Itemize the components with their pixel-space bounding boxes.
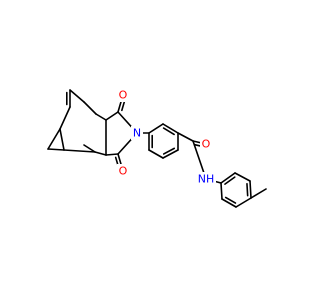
ring-bond [95,113,107,121]
bridge-bond [63,149,96,153]
o-bottom-bg [117,164,129,178]
toluene-bond [235,197,252,208]
toluene-bond [221,198,237,208]
benzene-bond [148,149,164,159]
benzene-bond-second-line [162,127,175,136]
nh-amide-bg [196,172,216,186]
bridge-bond [69,89,85,103]
ring-bond [94,151,107,156]
toluene-bond-second-line [224,196,237,204]
molecule-structure-diagram: O O N O NH [47,88,267,208]
benzene-bond [162,149,179,159]
atom-label-layer: O O N O NH [117,88,216,186]
cyclopropane-bond [47,148,65,151]
amide-oxygen-label: O [202,138,211,151]
imide-ring-bond [105,111,119,121]
methyl-bond [250,188,267,199]
bridge-bond [83,101,97,115]
imide-nitrogen-label: N [133,127,141,140]
amide-nh-label: NH [198,173,215,186]
toluene-bond [220,182,223,200]
toluene-bond-second-line [246,182,249,197]
carbonyl-oxygen-top-label: O [119,89,128,102]
aryl-carbonyl-bond [177,132,194,142]
toluene-bond [220,172,236,184]
toluene-bond [249,180,252,199]
imide-ring-bond [105,153,119,156]
cyclopropane-bond [59,128,65,151]
o-top-bg [117,88,129,102]
bridge-bond [83,144,96,153]
benzene-bond [148,123,164,134]
benzene-bond-second-line [162,147,176,155]
carbonyl-oxygen-bottom-label: O [119,165,128,178]
toluene-bond-second-line [224,176,236,185]
bond-layer [47,89,267,208]
o-amide-bg [200,137,212,151]
n-imide-bg [131,126,143,140]
bridge-bond [59,106,71,130]
toluene-bond [234,172,251,182]
cyclopropane-bond [47,128,61,150]
benzene-bond [162,123,179,134]
